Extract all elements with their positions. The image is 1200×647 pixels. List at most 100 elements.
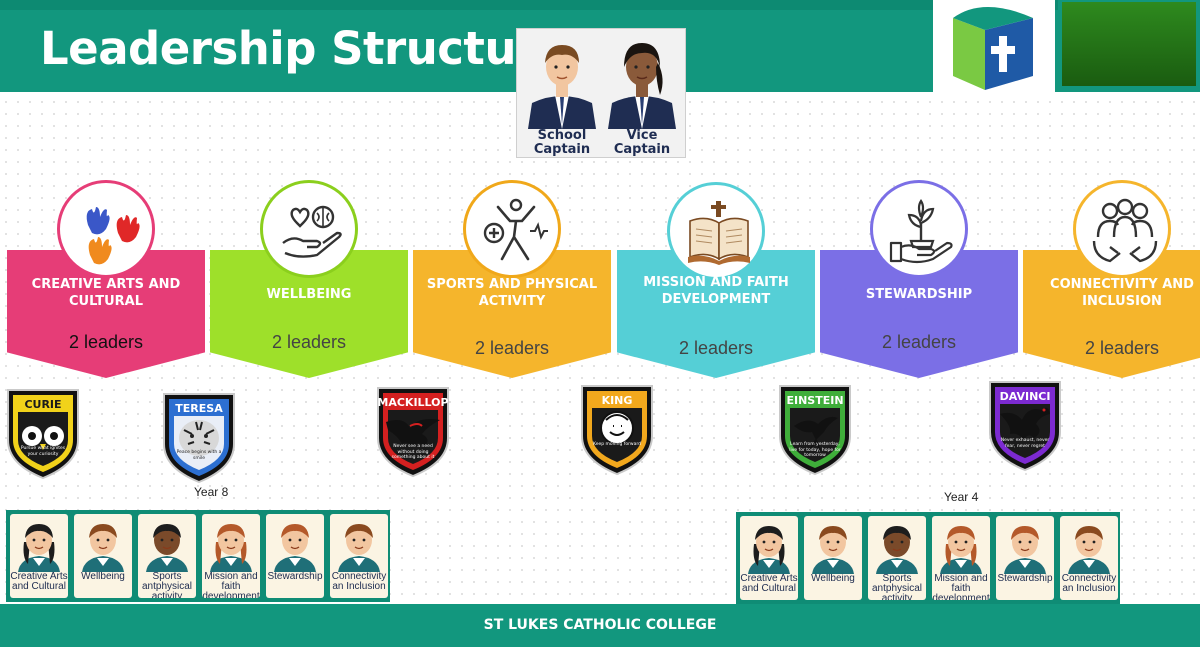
student-avatar-icon	[1068, 526, 1110, 574]
roster-card: Wellbeing	[804, 516, 862, 600]
footer-college-name: ST LUKES CATHOLIC COLLEGE	[483, 617, 717, 633]
category-connectivity-and-inclusion: CONNECTIVITY AND INCLUSION 2 leaders	[1023, 180, 1200, 380]
roster-card: Mission and faith development	[202, 514, 260, 598]
house-badge-king: KING Keep moving forward	[578, 380, 656, 476]
roster-role-label: Connectivity an Inclusion	[1061, 574, 1117, 594]
tiger-icon	[163, 393, 235, 484]
house-name: MACKILLOP	[377, 396, 449, 409]
house-name: TERESA	[175, 402, 223, 415]
house-badge-mackillop: MACKILLOP Never see a need without doing…	[374, 382, 452, 478]
girl-captain-icon	[608, 43, 676, 129]
category-creative-arts-and-cultural: CREATIVE ARTS AND CULTURAL 2 leaders	[7, 180, 205, 380]
student-avatar-icon	[82, 524, 124, 572]
category-mission-and-faith-development: MISSION AND FAITH DEVELOPMENT 2 leaders	[617, 180, 815, 380]
vice-captain: Vice Captain	[602, 33, 682, 157]
captains-card: School Captain Vice Captain	[516, 28, 686, 158]
category-name: STEWARDSHIP	[865, 287, 973, 302]
category-wellbeing: WELLBEING 2 leaders	[210, 180, 408, 380]
category-leader-count: 2 leaders	[68, 332, 144, 352]
year8-roster: Creative Arts and Cultural Wellbeing	[6, 510, 390, 602]
heart-brain-hand-icon	[282, 205, 342, 258]
category-name: CONNECTIVITY AND INCLUSION	[1050, 277, 1194, 309]
roster-role-label: Creative Arts and Cultural	[740, 574, 798, 594]
plant-hand-icon	[889, 199, 953, 264]
house-badge-einstein: EINSTEIN Learn from yesterday, live for …	[776, 380, 854, 476]
year8-label: Year 8	[194, 485, 229, 499]
roster-role-label: Sports antphysical activity	[871, 574, 923, 600]
house-motto: Never exhaust, never fear, never regret	[1000, 438, 1050, 449]
college-logo	[933, 0, 1055, 92]
roster-card: Creative Arts and Cultural	[740, 516, 798, 600]
roster-role-label: Mission and faith development	[202, 572, 260, 598]
roster-role-label: Creative Arts and Cultural	[10, 572, 68, 592]
bird-icon	[779, 385, 851, 476]
roster-card: Mission and faith development	[932, 516, 990, 600]
house-badge-curie: CURIE Pursue what ignites your curiosity	[4, 384, 82, 480]
boy-captain-icon	[528, 45, 596, 129]
roster-card: Connectivity an Inclusion	[330, 514, 388, 598]
category-name: SPORTS AND PHYSICAL ACTIVITY	[426, 277, 598, 309]
house-motto: Pursue what ignites your curiosity	[20, 446, 66, 457]
student-avatar-icon	[146, 524, 188, 572]
student-avatar-icon	[1004, 526, 1046, 574]
roster-card: Stewardship	[266, 514, 324, 598]
category-icon-circle	[1073, 180, 1171, 278]
student-avatar-icon	[876, 526, 918, 574]
house-name: CURIE	[24, 398, 62, 411]
roster-card: Wellbeing	[74, 514, 132, 598]
student-avatar-icon	[812, 526, 854, 574]
eagle-icon	[377, 387, 449, 478]
category-name: WELLBEING	[266, 287, 352, 302]
roster-role-label: Wellbeing	[81, 572, 125, 582]
house-motto: Learn from yesterday, live for today, ho…	[789, 442, 841, 458]
category-leader-count: 2 leaders	[474, 338, 550, 358]
category-leader-count: 2 leaders	[881, 332, 957, 352]
category-leader-count: 2 leaders	[1084, 338, 1160, 358]
owl-icon	[7, 389, 79, 480]
house-motto: Never see a need without doing something…	[391, 444, 435, 460]
category-sports-and-physical-activity: SPORTS AND PHYSICAL ACTIVITY 2 leaders	[413, 180, 611, 380]
house-name: KING	[601, 394, 633, 407]
student-avatar-icon	[748, 526, 790, 574]
house-motto: Keep moving forward	[593, 442, 641, 447]
school-captain: School Captain	[522, 33, 602, 157]
category-icon-circle	[463, 180, 561, 278]
category-leader-count: 2 leaders	[678, 338, 754, 358]
roster-role-label: Sports antphysical activity	[141, 572, 193, 598]
footer-bar: ST LUKES CATHOLIC COLLEGE	[0, 604, 1200, 647]
house-badge-teresa: TERESA Peace begins with a smile	[160, 388, 238, 484]
student-avatar-icon	[18, 524, 60, 572]
roster-card: Connectivity an Inclusion	[1060, 516, 1118, 600]
category-icon-circle	[870, 180, 968, 278]
house-name: EINSTEIN	[786, 394, 844, 407]
roster-card: Creative Arts and Cultural	[10, 514, 68, 598]
category-stewardship: STEWARDSHIP 2 leaders	[820, 180, 1018, 380]
roster-role-label: Mission and faith development	[932, 574, 990, 600]
lion-icon	[581, 385, 653, 476]
student-avatar-icon	[940, 526, 982, 574]
green-panel-inner	[1062, 2, 1196, 86]
group-icon	[1092, 198, 1158, 263]
year4-label: Year 4	[944, 490, 979, 504]
roster-role-label: Wellbeing	[811, 574, 855, 584]
category-icon-circle	[260, 180, 358, 278]
category-name: CREATIVE ARTS AND CULTURAL	[31, 277, 181, 309]
roster-role-label: Stewardship	[267, 572, 323, 582]
school-captain-label: School Captain	[533, 128, 591, 157]
dragon-icon	[989, 381, 1061, 472]
athlete-icon	[483, 198, 548, 261]
category-name: MISSION AND FAITH DEVELOPMENT	[643, 275, 789, 307]
handprints-icon	[86, 207, 140, 265]
category-leader-count: 2 leaders	[271, 332, 347, 352]
category-icon-circle	[667, 182, 765, 280]
roster-card: Sports antphysical activity	[868, 516, 926, 600]
roster-card: Stewardship	[996, 516, 1054, 600]
category-icon-circle	[57, 180, 155, 278]
green-panel	[1058, 0, 1200, 92]
roster-role-label: Stewardship	[997, 574, 1053, 584]
book-cross-logo-icon	[953, 7, 1033, 90]
student-avatar-icon	[274, 524, 316, 572]
house-motto: Peace begins with a smile	[176, 450, 222, 461]
year4-roster: Creative Arts and Cultural Wellbeing	[736, 512, 1120, 604]
header-stripe	[0, 0, 1200, 10]
